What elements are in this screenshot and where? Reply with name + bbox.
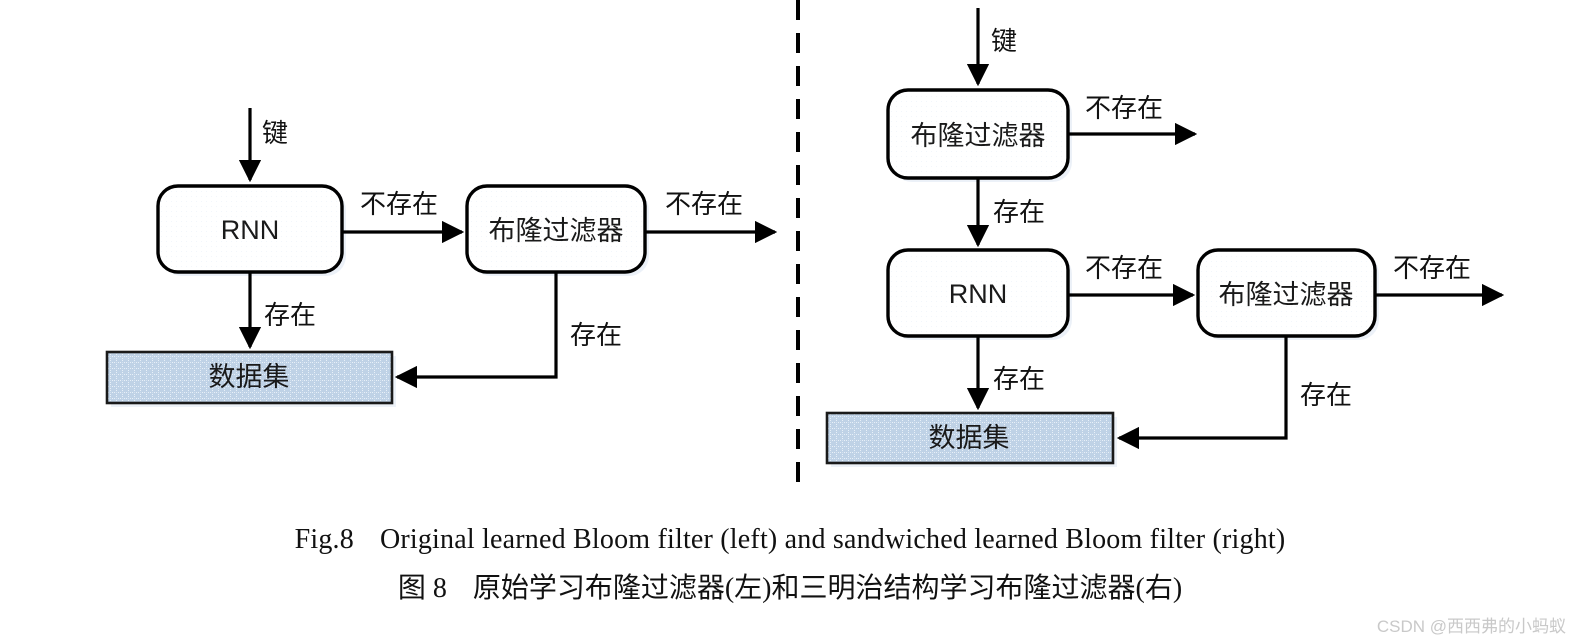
right-node-dataset[interactable] bbox=[825, 411, 1115, 465]
right-edge-bloomright-to-output: 不存在 bbox=[1375, 253, 1505, 307]
caption-chinese-text: 原始学习布隆过滤器(左)和三明治结构学习布隆过滤器(右) bbox=[472, 573, 1183, 604]
left-edge-label-not-exist-2: 不存在 bbox=[665, 189, 743, 219]
right-edge-label-exist-3: 存在 bbox=[1300, 380, 1352, 410]
right-arrow-bloomright-dataset bbox=[1116, 336, 1288, 450]
right-edge-rnn-to-bloomright: 不存在 bbox=[1068, 253, 1196, 307]
left-edge-rnn-to-bloom: 不存在 bbox=[342, 189, 465, 244]
left-edge-rnn-to-dataset: 存在 bbox=[238, 272, 316, 350]
right-edge-bloomtop-to-rnn: 存在 bbox=[966, 178, 1045, 248]
left-edge-bloom-to-dataset: 存在 bbox=[394, 272, 622, 389]
right-edge-label-not-exist-3: 不存在 bbox=[1393, 253, 1471, 283]
caption-chinese-number: 图 8 bbox=[397, 573, 447, 604]
right-node-bloom-filter-right-label: 布隆过滤器 bbox=[1219, 280, 1354, 310]
left-edge-label-key: 键 bbox=[262, 118, 288, 148]
left-edge-label-exist-1: 存在 bbox=[264, 300, 316, 330]
caption-english: Fig.8 Original learned Bloom filter (left… bbox=[0, 524, 1580, 556]
right-edge-bloomright-to-dataset: 存在 bbox=[1116, 336, 1352, 450]
left-node-rnn-label: RNN bbox=[221, 215, 280, 245]
right-edge-rnn-to-dataset: 存在 bbox=[966, 336, 1045, 411]
left-edge-key: 键 bbox=[238, 108, 288, 183]
right-edge-key: 键 bbox=[966, 8, 1017, 87]
right-edge-label-exist-1: 存在 bbox=[993, 197, 1045, 227]
left-edge-label-not-exist-1: 不存在 bbox=[360, 189, 438, 219]
caption-chinese: 图 8 原始学习布隆过滤器(左)和三明治结构学习布隆过滤器(右) bbox=[0, 566, 1580, 606]
right-node-rnn-label: RNN bbox=[949, 279, 1008, 309]
right-edge-label-not-exist-1: 不存在 bbox=[1085, 93, 1163, 123]
right-edge-label-exist-2: 存在 bbox=[993, 364, 1045, 394]
left-arrow-bloom-dataset bbox=[394, 272, 558, 389]
right-panel: 键 布隆过滤器 不存在 存在 RNN 不存在 bbox=[825, 8, 1505, 467]
left-node-dataset[interactable] bbox=[105, 350, 394, 405]
right-edge-label-key: 键 bbox=[991, 26, 1017, 56]
right-edge-label-not-exist-2: 不存在 bbox=[1085, 253, 1163, 283]
right-node-dataset-label: 数据集 bbox=[929, 423, 1010, 453]
left-edge-bloom-to-output: 不存在 bbox=[645, 189, 778, 244]
left-node-dataset-label: 数据集 bbox=[209, 362, 290, 392]
caption-english-number: Fig.8 bbox=[294, 524, 354, 555]
left-edge-label-exist-2: 存在 bbox=[570, 320, 622, 350]
csdn-watermark: CSDN @西西弗的小蚂蚁 bbox=[1376, 617, 1566, 636]
right-edge-bloomtop-to-output: 不存在 bbox=[1068, 93, 1198, 146]
left-panel: 键 RNN 不存在 布隆过滤器 不存在 存在 bbox=[105, 108, 778, 407]
caption-english-text: Original learned Bloom filter (left) and… bbox=[379, 524, 1286, 555]
left-node-bloom-filter-label: 布隆过滤器 bbox=[489, 216, 624, 246]
right-node-bloom-filter-top-label: 布隆过滤器 bbox=[911, 121, 1046, 151]
